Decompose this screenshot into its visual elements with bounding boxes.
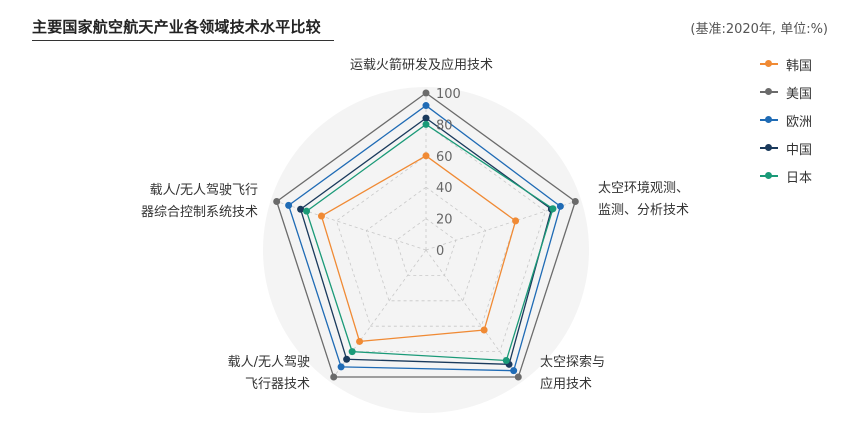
legend-item-usa[interactable]: 美国 [760,78,812,106]
legend-marker [760,86,778,98]
series-line [305,123,554,362]
tick-label: 80 [436,118,453,133]
data-point [512,217,520,225]
data-point [571,197,579,205]
legend-item-korea[interactable]: 韩国 [760,50,812,78]
legend-label: 美国 [786,86,813,102]
data-point [330,373,338,381]
axis-label-aircraft: 载人/无人驾驶 飞行器技术 [227,355,310,392]
axis-spoke [425,201,576,251]
data-point [514,373,522,381]
data-point [422,120,430,128]
data-point [422,152,430,160]
data-point [480,326,488,334]
title-underline [32,40,334,41]
data-point [422,114,430,122]
data-point [273,197,281,205]
data-point [343,355,351,363]
data-point [297,205,305,213]
data-point [502,357,510,365]
axis-spoke [333,249,427,378]
grid-ring [395,218,457,276]
legend-marker [760,142,778,154]
tick-label: 60 [436,150,453,165]
axis-spoke [276,201,427,251]
data-point [337,363,345,371]
tick-label: 100 [436,87,461,102]
data-point [303,207,311,215]
tick-label: 40 [436,181,453,196]
series-line [275,92,577,378]
axis-label-space-exploration: 太空探索与 应用技术 [540,355,606,392]
data-point [348,348,356,356]
data-point [317,212,325,220]
tick-label: 0 [436,244,444,259]
tick-label: 20 [436,213,453,228]
axis-spoke [425,249,519,378]
legend-label: 欧洲 [786,114,813,130]
legend-label: 中国 [786,142,813,158]
legend-marker [760,170,778,182]
axis-label-launch-vehicle: 运载火箭研发及应用技术 [350,58,494,73]
legend-label: 韩国 [786,58,813,74]
legend-marker [760,58,778,70]
axis-label-space-environment: 太空环境观测、 监测、分析技术 [598,181,690,218]
legend: 韩国 美国 欧洲 中国 日本 [760,50,812,190]
legend-marker [760,114,778,126]
data-point [422,89,430,97]
series-line [287,104,562,372]
data-point [510,367,518,375]
legend-item-china[interactable]: 中国 [760,134,812,162]
legend-label: 日本 [786,170,813,186]
data-point [356,337,364,345]
chart-title: 主要国家航空航天产业各领域技术水平比较 [32,18,321,36]
data-point [285,201,293,209]
data-point [556,202,564,210]
legend-item-japan[interactable]: 日本 [760,162,812,190]
unit-note: (基准:2020年, 单位:%) [690,22,828,37]
grid-ring [365,186,487,302]
series-line [320,155,517,343]
legend-item-europe[interactable]: 欧洲 [760,106,812,134]
axis-label-control-system: 载人/无人驾驶飞行 器综合控制系统技术 [140,183,258,220]
data-point [549,205,557,213]
data-point [422,102,430,110]
